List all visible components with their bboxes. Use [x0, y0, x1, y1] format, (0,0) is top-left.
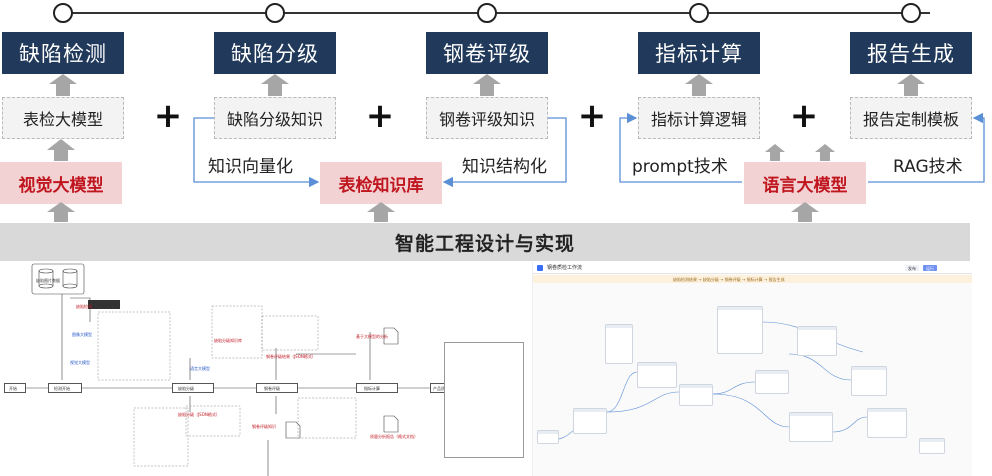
timeline-node-1: [53, 3, 73, 23]
plus-sign-4: +: [789, 96, 819, 136]
flow-red-rating-knowledge: 钢卷评级知识: [252, 424, 276, 429]
doc-icon-3: [285, 421, 301, 439]
stage-defect-grading: 缺陷分级: [214, 32, 336, 74]
stage-metric-calculation: 指标计算: [638, 32, 760, 74]
flow-red-grading-json: 缺陷分级（JSON格式）: [178, 412, 220, 417]
flow-blue-language-model: 语言大模型: [190, 366, 210, 371]
up-arrow-stage-2: [261, 74, 289, 96]
plus-sign-2: +: [365, 96, 395, 136]
knowledge-defect-grading: 缺陷分级知识: [214, 97, 336, 139]
flow-blue-image-model: 图像大模型: [72, 332, 92, 337]
up-arrow-llm-metric: [765, 144, 785, 161]
doc-icon-1: [383, 327, 399, 345]
flow-label-grading: 缺陷分级: [178, 386, 194, 391]
flow-label-start: 开始: [9, 386, 17, 391]
app-title: 钢卷质检工作流: [547, 265, 583, 271]
flow-red-grading-kb: 缺陷分级知识库: [214, 338, 242, 343]
knowledge-surface-model: 表检大模型: [2, 97, 124, 139]
flow-label-metric: 指标计算: [364, 386, 380, 391]
knowledge-report-template: 报告定制模板: [850, 97, 972, 139]
plus-sign-3: +: [577, 96, 607, 136]
timeline-node-3: [477, 3, 497, 23]
wf-node-end[interactable]: [919, 438, 945, 454]
up-arrow-stage-1: [49, 74, 77, 96]
flow-red-quality-report: 质量分析报告（格式文档）: [370, 434, 418, 439]
wf-node-rating[interactable]: [717, 306, 763, 354]
knowledge-coil-rating: 钢卷评级知识: [426, 97, 548, 139]
server-icon: [88, 300, 120, 309]
timeline-node-2: [265, 3, 285, 23]
up-arrow-stage-5: [897, 74, 925, 96]
run-button[interactable]: [923, 265, 937, 271]
stage-report-generation: 报告生成: [850, 32, 972, 74]
plus-sign-1: +: [153, 96, 183, 136]
label-vectorize: 知识向量化: [208, 157, 293, 177]
connector-llm-report: [868, 112, 985, 183]
flow-node-grading: [172, 383, 214, 393]
notice-text: 缺陷检测结果 → 缺陷分级 → 钢卷评级 → 指标计算 → 报告生成: [673, 277, 785, 282]
flow-red-rating-json: 钢卷评级结果（JSON格式）: [266, 354, 316, 359]
flow-node-detect: [48, 383, 82, 393]
timeline-node-5: [901, 3, 921, 23]
wf-node-grading-llm[interactable]: [679, 384, 713, 406]
up-arrow-banner-kb: [367, 202, 395, 222]
vision-model-box: 视觉大模型: [0, 162, 122, 204]
flow-label-images: 缺陷图片数据: [36, 278, 60, 283]
flow-label-detect: 检测开始: [54, 386, 70, 391]
stage-coil-rating: 钢卷评级: [426, 32, 548, 74]
flow-red-analysis: 基于大模型的分析: [356, 334, 388, 339]
up-arrow-stage-4: [685, 74, 713, 96]
connector-grading-kb: [193, 117, 320, 188]
wf-node-detect[interactable]: [573, 408, 607, 434]
up-arrow-banner-vision: [47, 202, 75, 222]
flow-notes-panel: [444, 342, 524, 458]
connector-llm-metric: [619, 112, 742, 183]
flow-node-rating: [256, 383, 298, 393]
timeline-node-4: [689, 3, 709, 23]
run-button-label: 运行: [926, 266, 934, 271]
workflow-edges: [550, 321, 868, 441]
wf-node-report-llm[interactable]: [867, 408, 907, 438]
knowledge-metric-logic: 指标计算逻辑: [638, 97, 760, 139]
publish-button-label: 发布: [908, 266, 916, 271]
flowchart-lines: [25, 263, 430, 476]
label-rag: RAG技术: [893, 157, 963, 177]
up-arrow-vision: [47, 139, 75, 161]
connector-arrows: [47, 74, 985, 222]
label-structure: 知识结构化: [462, 157, 547, 177]
wf-node-grading[interactable]: [637, 362, 677, 388]
engineering-banner: 智能工程设计与实现: [0, 223, 970, 261]
wf-node-report[interactable]: [851, 366, 887, 396]
stage-defect-detection: 缺陷检测: [2, 32, 124, 74]
publish-button[interactable]: [905, 265, 919, 271]
doc-icon-2: [383, 415, 399, 433]
connector-rating-kb: [442, 117, 567, 188]
blue-connectors: [193, 112, 985, 188]
flow-label-rating: 钢卷评级: [264, 386, 280, 391]
flow-node-metric: [356, 383, 398, 393]
workflow-app-screenshot: 钢卷质检工作流 发布 运行 缺陷检测结果 → 缺陷分级 → 钢卷评级 → 指标计…: [532, 262, 972, 476]
gray-up-arrows: [47, 74, 925, 222]
flow-red-detect: 缺陷检测: [76, 304, 92, 309]
up-arrow-llm-report: [815, 144, 835, 161]
label-prompt: prompt技术: [632, 157, 728, 177]
wf-node-vision[interactable]: [605, 324, 633, 364]
app-logo-icon: [537, 265, 543, 271]
wf-node-rating-llm[interactable]: [755, 370, 789, 394]
wf-node-start[interactable]: [537, 430, 559, 444]
notice-bar: [533, 275, 972, 283]
up-arrow-banner-llm: [791, 202, 819, 222]
flow-blue-vision-model: 视觉大模型: [70, 360, 90, 365]
knowledge-base-box: 表检知识库: [320, 162, 442, 204]
language-model-box: 语言大模型: [744, 162, 866, 204]
app-header: [533, 262, 972, 274]
flow-node-start: [4, 383, 26, 393]
wf-node-metric[interactable]: [789, 412, 833, 442]
flowchart-screenshot: 开始 检测开始 缺陷分级 钢卷评级 指标计算 产品质量分析报告 缺陷图片数据 缺…: [0, 262, 526, 476]
wf-node-metric-llm[interactable]: [797, 326, 837, 356]
up-arrow-stage-3: [473, 74, 501, 96]
